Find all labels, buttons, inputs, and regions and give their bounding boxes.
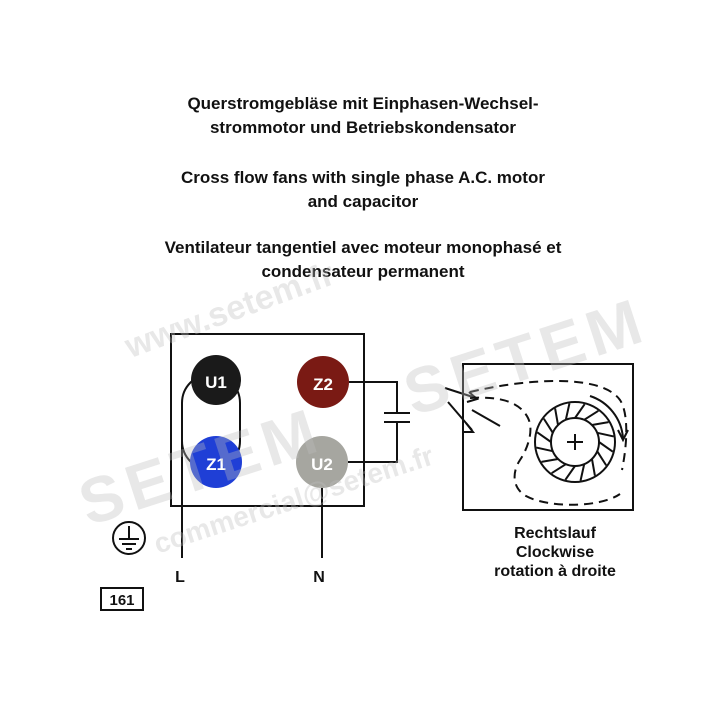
terminal-z2-label: Z2 [313,375,333,394]
terminal-z1-label: Z1 [206,455,226,474]
caption-english: Clockwise [515,544,595,561]
fan-blade [598,441,614,453]
terminal-z1 [190,436,242,488]
fan-housing [444,363,634,511]
line-n-label: N [313,569,325,586]
fan-blade [583,409,599,421]
title-french-line-2: condensateur permanent [261,262,465,281]
figure-number-box [100,587,144,611]
figure-number: 161 [109,592,134,609]
line-l-label: L [175,569,185,586]
terminal-u1 [191,355,241,405]
fan-blade [541,457,559,463]
fan-blade [574,403,586,419]
terminal-z2 [297,356,349,408]
caption-french: rotation à droite [494,563,616,580]
title-english-line-2: and capacitor [307,192,419,211]
fan-blade [591,421,609,427]
fan-blade [542,418,554,434]
terminal-u2-label: U2 [311,455,333,474]
terminal-u2 [296,436,348,488]
title-english-line-1: Cross flow fans with single phase A.C. m… [181,168,545,187]
caption-german: Rechtslauf [514,525,596,542]
title-german-line-2: strommotor und Betriebskondensator [209,118,517,137]
fan-blade [596,431,614,438]
fan-blade [596,450,608,466]
rotation-caption: Rechtslauf Clockwise rotation à droite [455,524,655,581]
fan-wheel-icon [534,395,629,483]
fan-blade [590,458,596,476]
title-german-line-1: Querstromgebläse mit Einphasen-Wechsel- [187,94,539,113]
title-english: Cross flow fans with single phase A.C. m… [0,166,726,214]
ground-icon [112,521,146,555]
capacitor [348,381,410,463]
fan-blade [536,431,552,443]
title-german: Querstromgebläse mit Einphasen-Wechsel- … [0,92,726,140]
title-french-line-1: Ventilateur tangentiel avec moteur monop… [164,238,562,257]
fan-blade [551,463,567,475]
fan-blade [564,403,571,421]
terminal-box [170,333,365,507]
terminal-u1-label: U1 [205,373,227,392]
fan-blade [536,446,554,453]
fan-blade [564,465,576,481]
fan-blade [579,463,586,481]
fan-blade [554,408,560,426]
title-french: Ventilateur tangentiel avec moteur monop… [0,236,726,284]
